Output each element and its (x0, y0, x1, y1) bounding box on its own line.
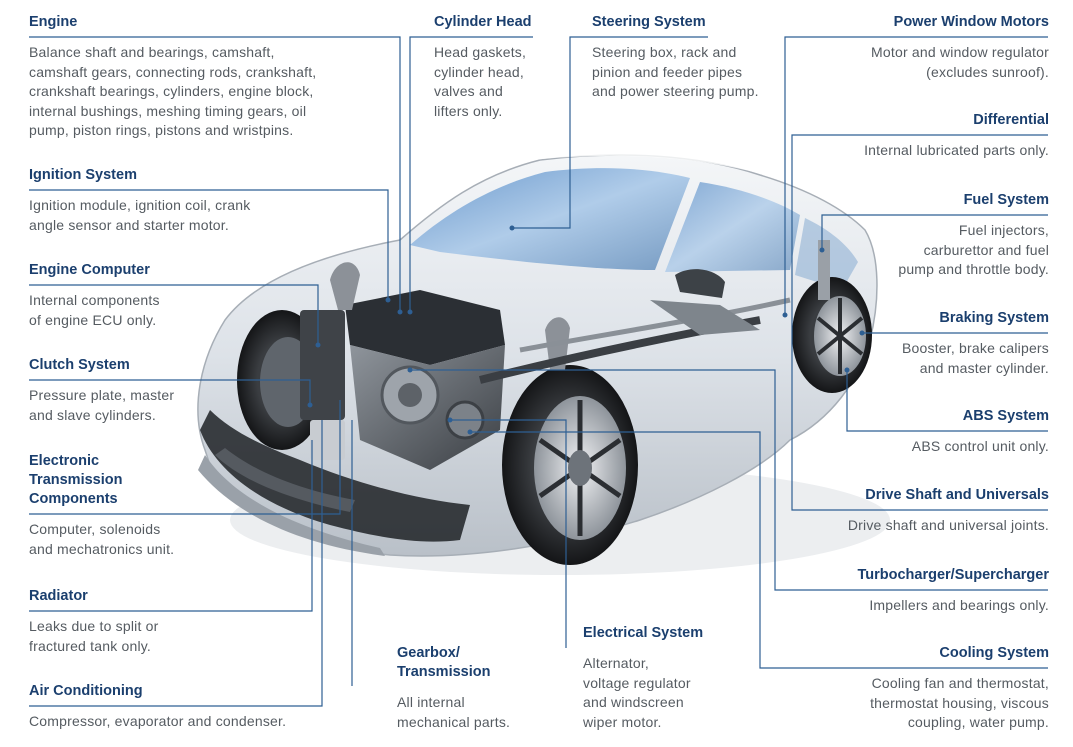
electrical-title: Electrical System (583, 625, 704, 641)
gearbox-title: Gearbox/ Transmission (397, 645, 491, 680)
engine-description: Balance shaft and bearings, camshaft, ca… (29, 44, 317, 138)
cooling-description: Cooling fan and thermostat, thermostat h… (870, 675, 1049, 730)
abs-description: ABS control unit only. (911, 438, 1049, 454)
radiator-title: Radiator (29, 588, 88, 604)
fuel-description: Fuel injectors, carburettor and fuel pum… (898, 222, 1049, 277)
callout-electrical-system: Electrical System Alternator, voltage re… (583, 624, 753, 732)
engine-computer-title: Engine Computer (29, 262, 150, 278)
callout-engine: Engine Balance shaft and bearings, camsh… (29, 13, 389, 141)
engine-title: Engine (29, 14, 78, 30)
braking-title: Braking System (939, 310, 1049, 326)
differential-title: Differential (973, 112, 1049, 128)
steering-description: Steering box, rack and pinion and feeder… (592, 44, 759, 99)
gearbox-description: All internal mechanical parts. (397, 694, 511, 730)
power-window-title: Power Window Motors (893, 14, 1049, 30)
ignition-title: Ignition System (29, 167, 137, 183)
electronic-transmission-title: Electronic Transmission Components (29, 453, 123, 507)
cooling-title: Cooling System (939, 645, 1049, 661)
callout-differential: Differential Internal lubricated parts o… (789, 111, 1049, 161)
callout-drive-shaft: Drive Shaft and Universals Drive shaft a… (799, 486, 1049, 536)
callout-electronic-transmission: Electronic Transmission Components Compu… (29, 452, 309, 559)
air-conditioning-title: Air Conditioning (29, 683, 143, 699)
clutch-description: Pressure plate, master and slave cylinde… (29, 387, 175, 423)
callout-abs-system: ABS System ABS control unit only. (849, 407, 1049, 457)
braking-description: Booster, brake calipers and master cylin… (901, 340, 1049, 376)
callout-turbocharger: Turbocharger/Supercharger Impellers and … (799, 566, 1049, 616)
radiator-description: Leaks due to split or fractured tank onl… (29, 618, 159, 654)
callout-gearbox-transmission: Gearbox/ Transmission All internal mecha… (397, 644, 557, 732)
abs-title: ABS System (962, 408, 1049, 424)
electrical-description: Alternator, voltage regulator and windsc… (583, 655, 691, 730)
front-left-wheel (502, 365, 638, 565)
callout-fuel-system: Fuel System Fuel injectors, carburettor … (849, 191, 1049, 280)
callout-air-conditioning: Air Conditioning Compressor, evaporator … (29, 682, 339, 732)
callout-clutch-system: Clutch System Pressure plate, master and… (29, 356, 299, 425)
drive-shaft-title: Drive Shaft and Universals (865, 487, 1049, 503)
ignition-description: Ignition module, ignition coil, crank an… (29, 197, 251, 233)
callout-cylinder-head: Cylinder Head Head gaskets, cylinder hea… (434, 13, 564, 121)
callout-engine-computer: Engine Computer Internal components of e… (29, 261, 309, 330)
clutch-title: Clutch System (29, 357, 130, 373)
electronic-transmission-description: Computer, solenoids and mechatronics uni… (29, 521, 175, 557)
drive-shaft-description: Drive shaft and universal joints. (847, 517, 1049, 533)
callout-radiator: Radiator Leaks due to split or fractured… (29, 587, 299, 656)
turbo-description: Impellers and bearings only. (869, 597, 1049, 613)
cylinder-head-description: Head gaskets, cylinder head, valves and … (434, 44, 527, 119)
callout-ignition-system: Ignition System Ignition module, ignitio… (29, 166, 369, 235)
callout-steering-system: Steering System Steering box, rack and p… (592, 13, 792, 102)
callout-braking-system: Braking System Booster, brake calipers a… (849, 309, 1049, 378)
differential-description: Internal lubricated parts only. (864, 142, 1049, 158)
turbo-title: Turbocharger/Supercharger (857, 567, 1049, 583)
steering-title: Steering System (592, 14, 706, 30)
callout-power-window-motors: Power Window Motors Motor and window reg… (789, 13, 1049, 82)
fuel-title: Fuel System (963, 192, 1049, 208)
engine-computer-description: Internal components of engine ECU only. (29, 292, 160, 328)
power-window-description: Motor and window regulator (excludes sun… (871, 44, 1049, 80)
air-conditioning-description: Compressor, evaporator and condenser. (29, 713, 287, 729)
callout-cooling-system: Cooling System Cooling fan and thermosta… (789, 644, 1049, 733)
cylinder-head-title: Cylinder Head (434, 14, 532, 30)
